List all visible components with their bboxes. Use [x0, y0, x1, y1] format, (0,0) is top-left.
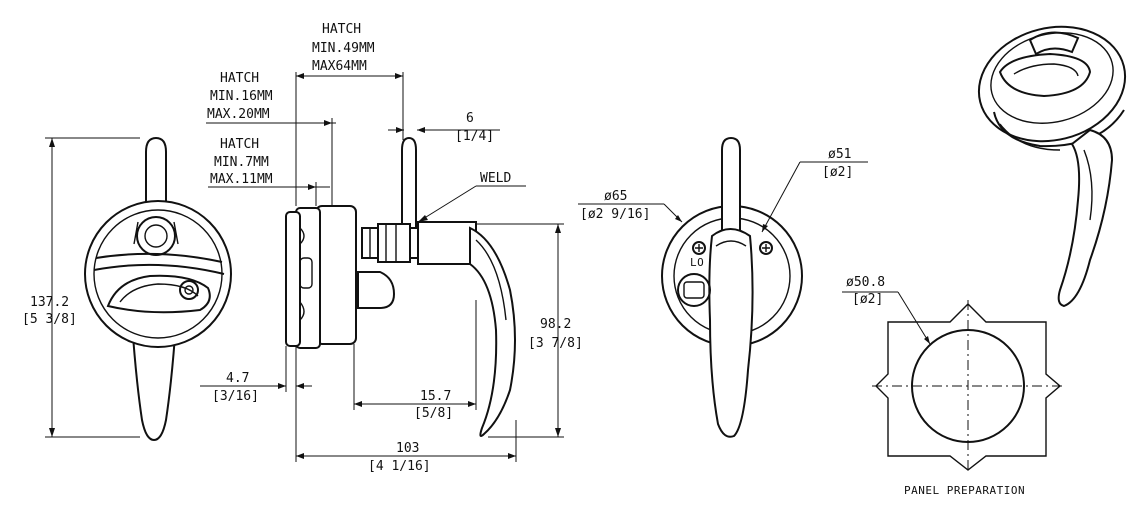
stud-inch: [1/4] — [455, 129, 494, 144]
height-dimension: 137.2 [5 3/8] — [22, 137, 140, 438]
length-dimension: 103 [4 1/16] — [295, 350, 517, 474]
cutout-dia-mm: ø50.8 — [846, 275, 885, 290]
hatch-49-title: HATCH — [322, 22, 361, 37]
handle-drop-dimension: 98.2 [3 7/8] — [476, 223, 583, 438]
isometric-view — [977, 25, 1127, 308]
hatch-49-max: MAX64MM — [312, 59, 367, 74]
offset-dimension: 15.7 [5/8] — [353, 300, 477, 421]
hatch-7-max: MAX.11MM — [210, 172, 273, 187]
stud-dimension: 6 [1/4] — [388, 111, 500, 144]
flange-inch: [3/16] — [212, 389, 259, 404]
hatch-7-title: HATCH — [220, 137, 259, 152]
hatch-49-64-dimension: HATCH MIN.49MM MAX64MM — [295, 22, 404, 206]
outer-diameter-callout: ø65 [ø2 9/16] — [578, 189, 683, 223]
flange-dimension: 4.7 [3/16] — [200, 346, 312, 404]
hatch-16-min: MIN.16MM — [210, 89, 273, 104]
weld-label: WELD — [480, 171, 511, 186]
length-inch: [4 1/16] — [368, 459, 431, 474]
rear-view: LO — [661, 136, 803, 438]
lock-mark: LO — [690, 256, 704, 269]
hatch-7-min: MIN.7MM — [214, 155, 269, 170]
height-mm: 137.2 — [30, 295, 69, 310]
stud-mm: 6 — [466, 111, 474, 126]
inner-diameter-callout: ø51 [ø2] — [761, 147, 868, 233]
side-view — [285, 136, 516, 437]
hatch-16-max: MAX.20MM — [207, 107, 270, 122]
cutout-dia-inch: [ø2] — [852, 292, 883, 307]
outer-dia-inch: [ø2 9/16] — [580, 207, 650, 222]
flange-mm: 4.7 — [226, 371, 249, 386]
handle-drop-mm: 98.2 — [540, 317, 571, 332]
panel-caption: PANEL PREPARATION — [904, 484, 1025, 497]
outer-dia-mm: ø65 — [604, 189, 627, 204]
offset-mm: 15.7 — [420, 389, 451, 404]
handle-drop-inch: [3 7/8] — [528, 336, 583, 351]
inner-dia-inch: [ø2] — [822, 165, 853, 180]
hatch-16-title: HATCH — [220, 71, 259, 86]
inner-dia-mm: ø51 — [828, 147, 851, 162]
length-mm: 103 — [396, 441, 419, 456]
panel-cutout — [872, 300, 1064, 474]
offset-inch: [5/8] — [414, 406, 453, 421]
front-view — [84, 136, 232, 442]
cutout-diameter-callout: ø50.8 [ø2] — [842, 275, 931, 345]
weld-callout: WELD — [417, 171, 526, 223]
hatch-7-11-dimension: HATCH MIN.7MM MAX.11MM — [208, 137, 330, 206]
hatch-16-20-dimension: HATCH MIN.16MM MAX.20MM — [206, 71, 336, 206]
hatch-49-min: MIN.49MM — [312, 41, 375, 56]
height-inch: [5 3/8] — [22, 312, 77, 327]
